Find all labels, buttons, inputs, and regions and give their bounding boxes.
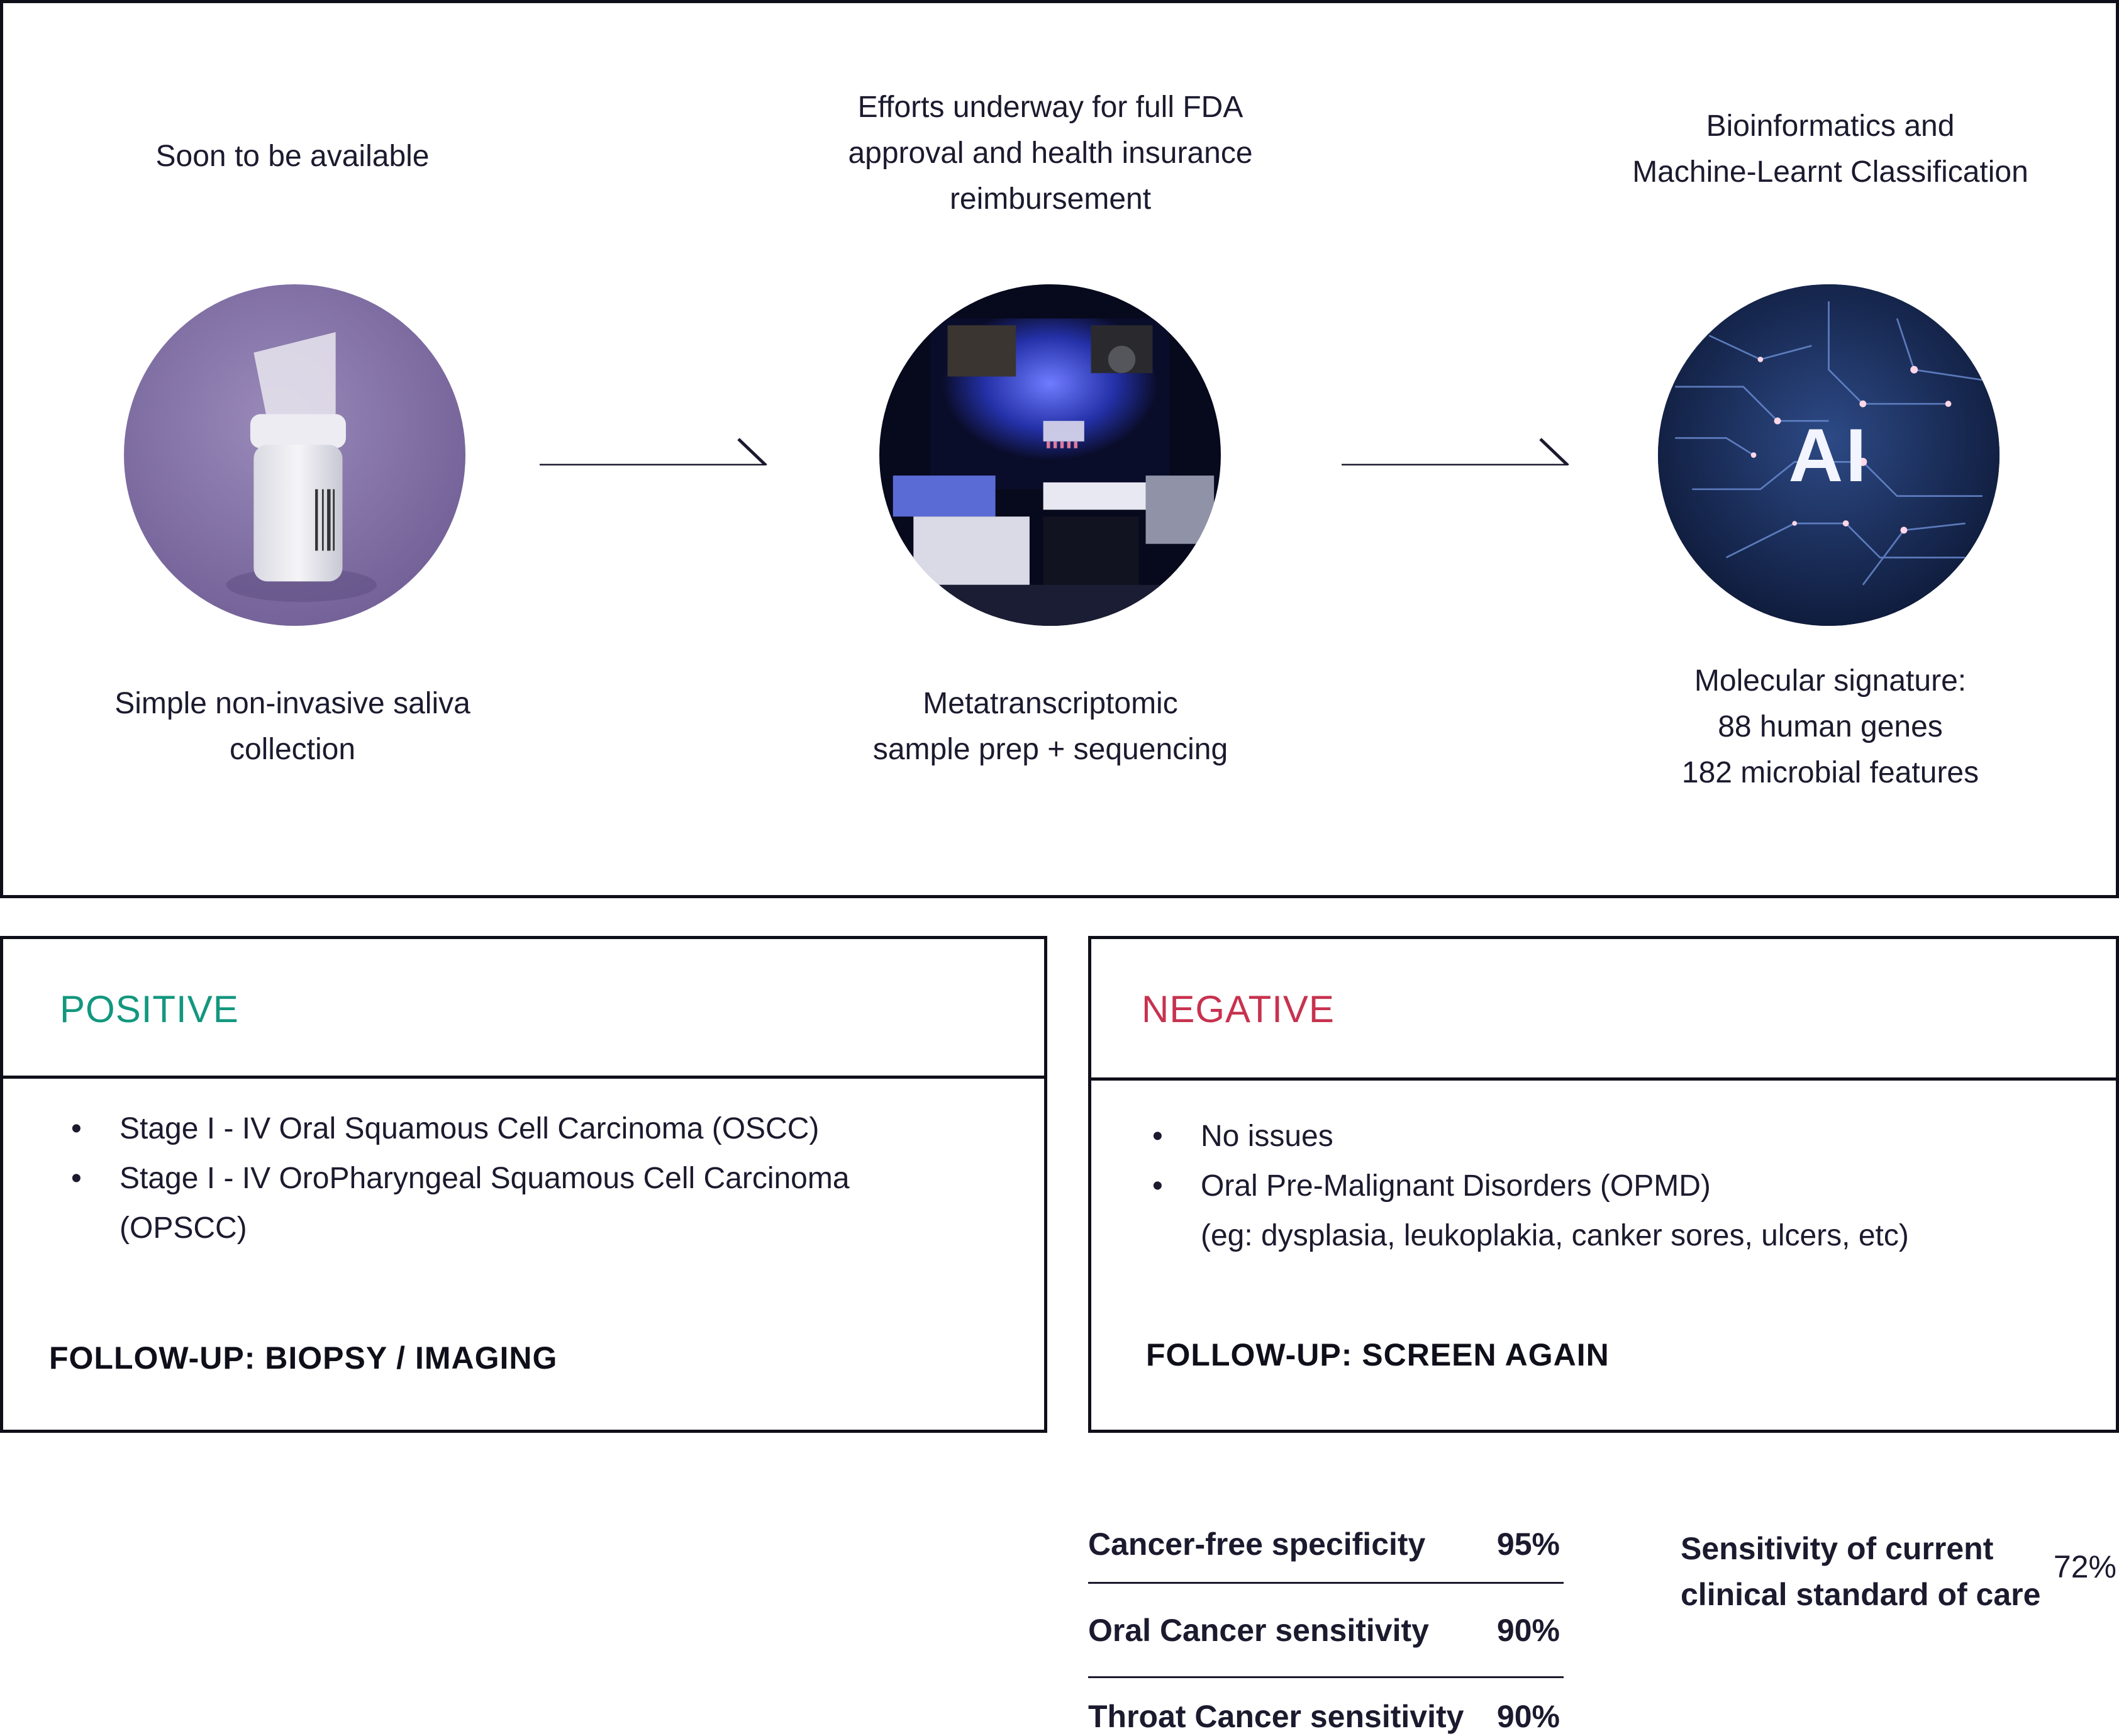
stat-label-specificity: Cancer-free specificity — [1088, 1527, 1426, 1562]
positive-divider — [0, 1076, 1047, 1079]
standard-of-care-value: 72% — [2053, 1549, 2116, 1584]
arrow-right-icon — [1342, 438, 1569, 465]
step2-top-text: Efforts underway for full FDA approval a… — [848, 91, 1253, 216]
stat-divider — [1088, 1676, 1564, 1678]
step1-bottom-text: Simple non-invasive saliva collection — [114, 687, 470, 766]
positive-title: POSITIVE — [60, 988, 239, 1030]
stat-label-throat: Throat Cancer sensitivity — [1088, 1699, 1464, 1734]
negative-followup: FOLLOW-UP: SCREEN AGAIN — [1146, 1337, 1610, 1372]
list-item: Stage I - IV Oral Squamous Cell Carcinom… — [71, 1104, 1015, 1154]
saliva-collection-image — [124, 284, 465, 626]
negative-card — [1088, 936, 2119, 1433]
stat-value-throat: 90% — [1496, 1699, 1560, 1734]
stat-divider — [1088, 1582, 1564, 1584]
step2-bottom-text: Metatranscriptomic sample prep + sequenc… — [872, 687, 1228, 766]
positive-card — [0, 936, 1047, 1433]
stat-value-oral: 90% — [1496, 1613, 1560, 1648]
stat-label-oral: Oral Cancer sensitivity — [1088, 1613, 1429, 1648]
standard-of-care-label: Sensitivity of current clinical standard… — [1681, 1531, 2041, 1612]
sequencer-image — [879, 284, 1221, 626]
step3-bottom-text: Molecular signature: 88 human genes 182 … — [1681, 664, 1979, 789]
stat-value-specificity: 95% — [1496, 1527, 1560, 1562]
list-item: Oral Pre-Malignant Disorders (OPMD)(eg: … — [1152, 1161, 2096, 1260]
negative-divider — [1088, 1077, 2119, 1081]
list-item: No issues — [1152, 1111, 2096, 1161]
step1-top-text: Soon to be available — [155, 140, 430, 173]
arrow-right-icon — [540, 438, 767, 465]
ai-network-image: AI — [1658, 284, 1999, 626]
list-item: Stage I - IV OroPharyngeal Squamous Cell… — [71, 1154, 1015, 1253]
positive-followup: FOLLOW-UP: BIOPSY / IMAGING — [49, 1340, 558, 1376]
workflow-panel — [0, 0, 2119, 898]
positive-list: Stage I - IV Oral Squamous Cell Carcinom… — [71, 1104, 1015, 1253]
negative-list: No issues Oral Pre-Malignant Disorders (… — [1152, 1111, 2096, 1260]
ai-label: AI — [1788, 413, 1869, 498]
step3-top-text: Bioinformatics and Machine-Learnt Classi… — [1632, 109, 2028, 189]
negative-title: NEGATIVE — [1142, 988, 1335, 1030]
